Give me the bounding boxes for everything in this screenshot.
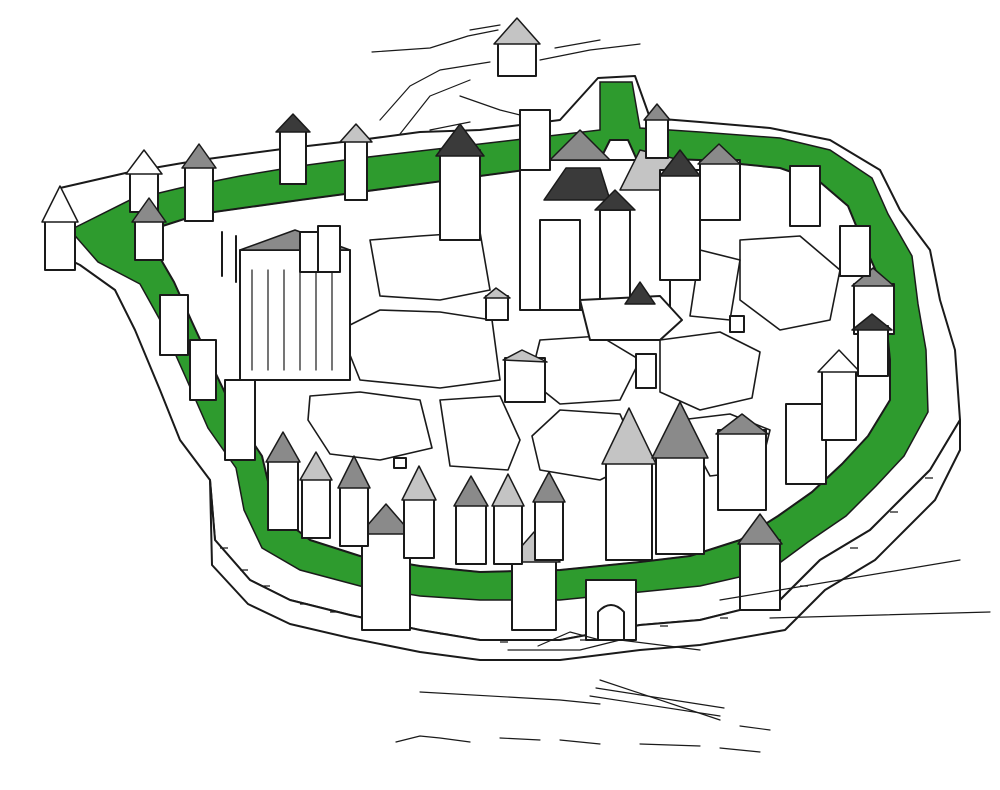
narbonnaise-gate	[601, 401, 709, 561]
basilica	[221, 225, 351, 381]
west-towers	[41, 143, 256, 461]
inner-south-towers	[265, 431, 566, 565]
east-towers	[643, 103, 895, 511]
city-houses	[393, 287, 745, 469]
foreground-roads	[395, 559, 991, 753]
chateau-comtal	[519, 109, 701, 341]
main-entrance	[585, 579, 637, 641]
north-barbican-tower	[493, 17, 541, 77]
north-towers	[275, 113, 485, 241]
